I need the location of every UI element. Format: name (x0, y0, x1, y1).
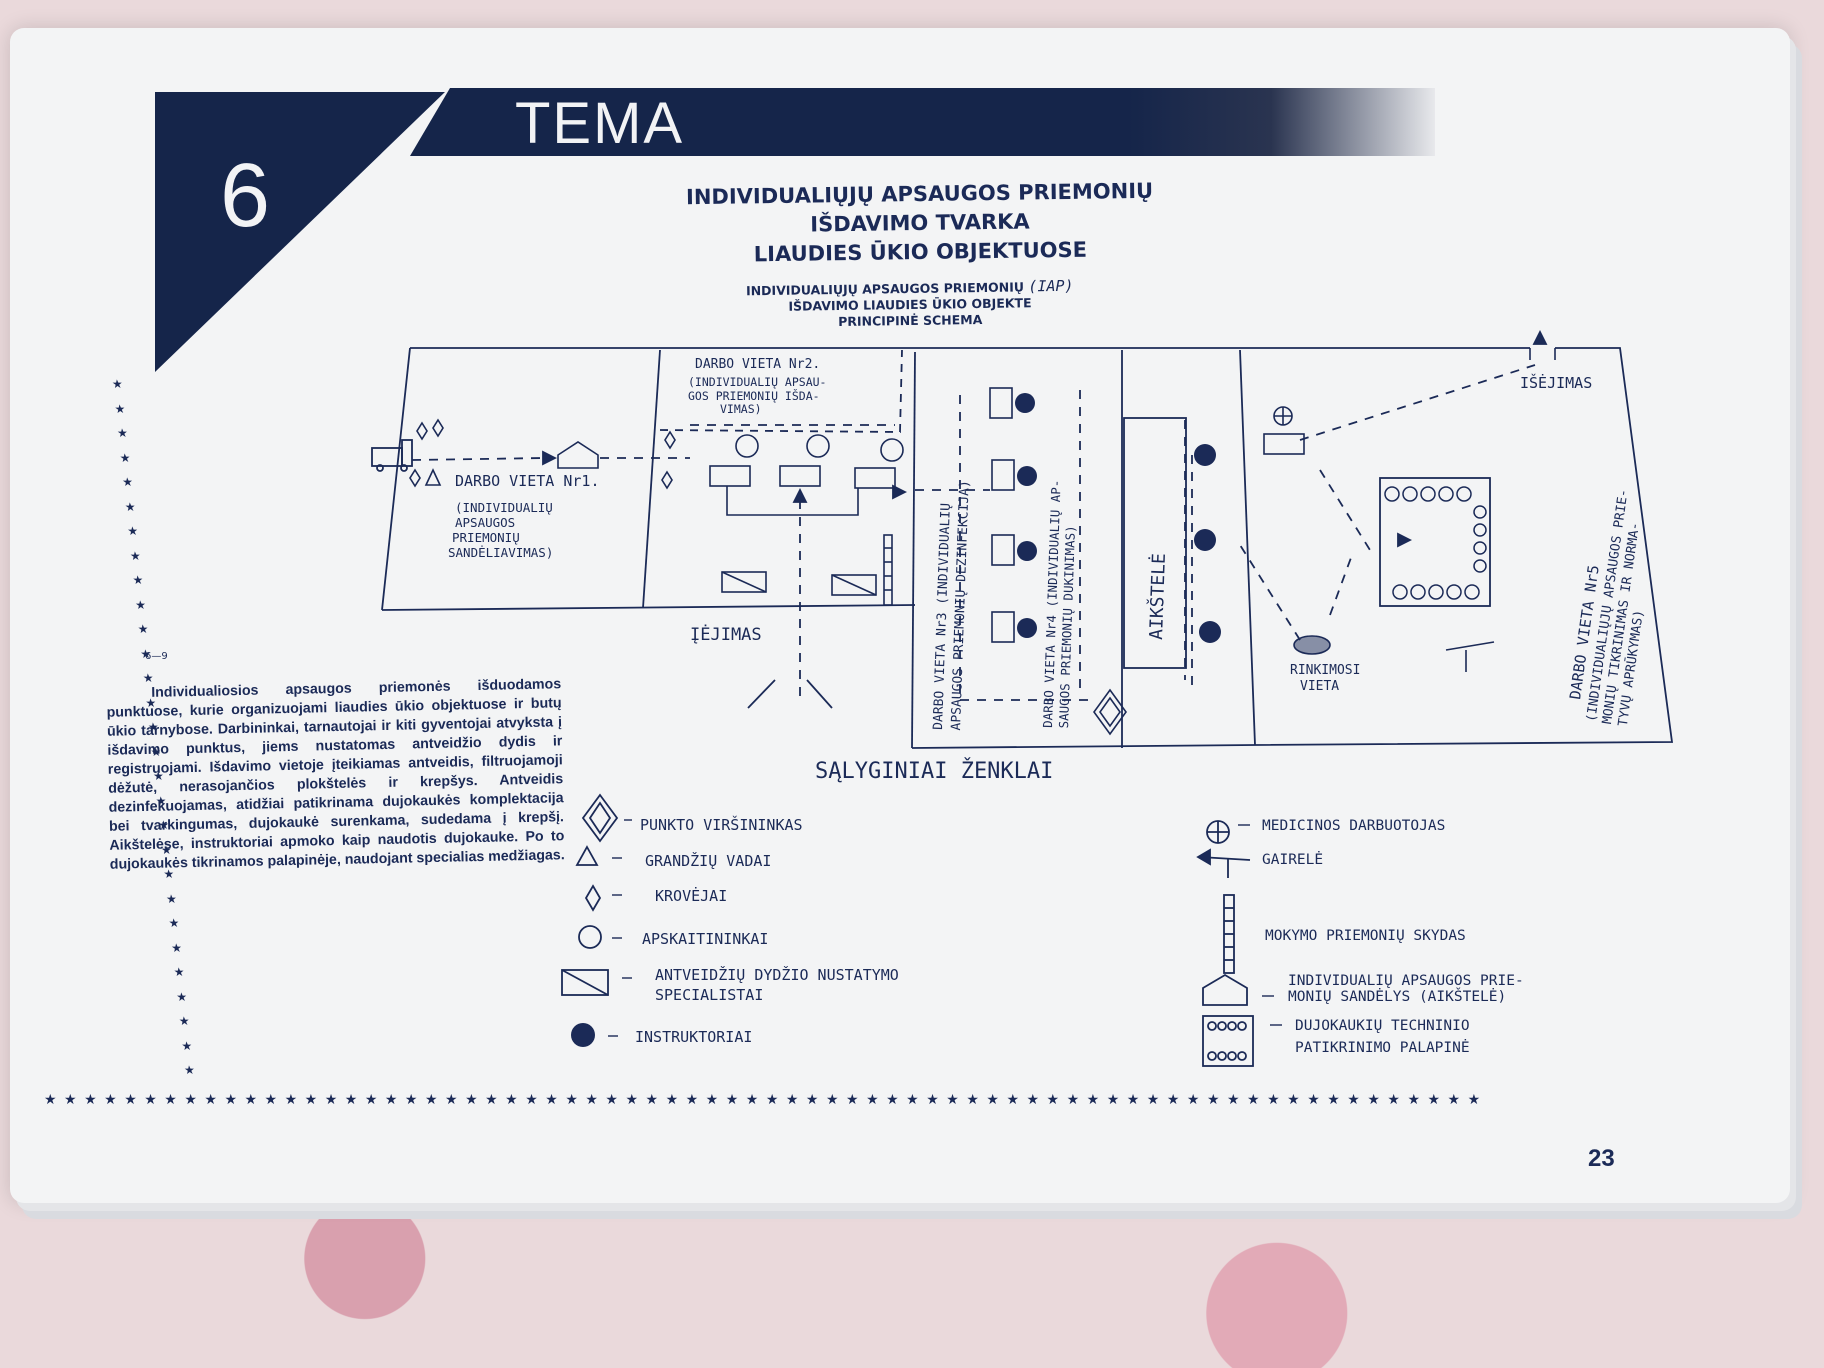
diamond-small-icon (584, 884, 602, 912)
diamond-large-icon (581, 793, 619, 843)
legend-item-squad-leaders: GRANDŽIŲ VADAI (645, 851, 771, 870)
gathering-label-1: RINKIMOSI (1290, 663, 1360, 678)
triangle-icon (575, 845, 599, 866)
legend-item-mask-size-2: SPECIALISTAI (655, 986, 763, 1004)
entrance-label: ĮĖJIMAS (690, 624, 762, 645)
legend-item-mask-size-1: ANTVEIDŽIŲ DYDŽIO NUSTATYMO (655, 965, 899, 984)
chapter-number: 6 (220, 146, 271, 246)
legend-item-training-board: MOKYMO PRIEMONIŲ SKYDAS (1265, 928, 1466, 944)
medical-cross-icon (1206, 820, 1230, 844)
wp1-desc-2: APSAUGOS (455, 515, 515, 530)
legend-item-warehouse-1: INDIVIDUALIŲ APSAUGOS PRIE- (1288, 973, 1524, 989)
wp4-label: DARBO VIETA Nr4 (INDIVIDUALIŲ AP- SAUGOS… (1040, 479, 1078, 729)
filled-circle-icon (571, 1023, 595, 1047)
wp5-label: DARBO VIETA Nr5 (INDIVIDUALIŲJŲ APSAUGOS… (1566, 488, 1647, 727)
legend-item-chief: PUNKTO VIRŠININKAS (640, 815, 803, 834)
page-number: 23 (1588, 1145, 1615, 1172)
header-band (410, 88, 1435, 156)
wp1-title: DARBO VIETA Nr1. (455, 472, 600, 490)
figure-code: 6—9 (145, 651, 168, 662)
wp1-description: (INDIVIDUALIŲ APSAUGOS PRIEMONIŲ SANDĖLI… (448, 500, 553, 560)
star-border-bottom: ★★★★★★★★★★★★★★★★★★★★★★★★★★★★★★★★★★★★★★★★… (44, 1092, 1488, 1108)
exit-label: IŠĖJIMAS (1520, 373, 1592, 392)
legend-title: SĄLYGINIAI ŽENKLAI (815, 758, 1053, 784)
wp2-description: (INDIVIDUALIŲ APSAU- GOS PRIEMONIŲ IŠDA-… (688, 375, 826, 416)
wp1-desc-1: (INDIVIDUALIŲ (455, 500, 553, 515)
gathering-label-2: VIETA (1300, 679, 1339, 694)
tema-heading: TEMA (515, 91, 685, 156)
warehouse-icon (1202, 973, 1248, 1006)
legend-item-loaders: KROVĖJAI (655, 886, 727, 905)
wp3-label: DARBO VIETA Nr3 (INDIVIDUALIŲ APSAUGOS P… (931, 480, 973, 731)
legend-item-tent-1: DUJOKAUKIŲ TECHNINIO (1295, 1018, 1470, 1034)
legend-item-warehouse-2: MONIŲ SANDĖLYS (AIKŠTELĖ) (1288, 987, 1506, 1005)
wp1-desc-3: PRIEMONIŲ (452, 530, 520, 545)
ladder-icon (1223, 894, 1235, 974)
wp1-desc-4: SANDĖLIAVIMAS) (448, 545, 553, 560)
legend-item-tent-2: PATIKRINIMO PALAPINĖ (1295, 1038, 1470, 1056)
crossed-rectangle-icon (561, 969, 609, 996)
legend-item-accountants: APSKAITININKAI (642, 930, 768, 948)
circle-icon (578, 925, 602, 949)
wp2-title: DARBO VIETA Nr2. (695, 357, 820, 372)
legend-item-instructors: INSTRUKTORIAI (635, 1028, 752, 1046)
flag-icon (1196, 848, 1251, 878)
aikstele-label: AIKŠTELĖ (1145, 553, 1170, 640)
wp4-text-2: SAUGOS PRIEMONIŲ DUKINIMAS) (1056, 525, 1078, 729)
legend-item-medic: MEDICINOS DARBUOTOJAS (1262, 818, 1445, 834)
wp2-desc-2: GOS PRIEMONIŲ IŠDA- (688, 388, 820, 403)
wp2-desc-3: VIMAS) (720, 402, 762, 416)
tent-icon (1202, 1015, 1254, 1067)
wp2-desc-1: (INDIVIDUALIŲ APSAU- (688, 375, 826, 389)
legend-item-flag: GAIRELĖ (1262, 850, 1323, 868)
